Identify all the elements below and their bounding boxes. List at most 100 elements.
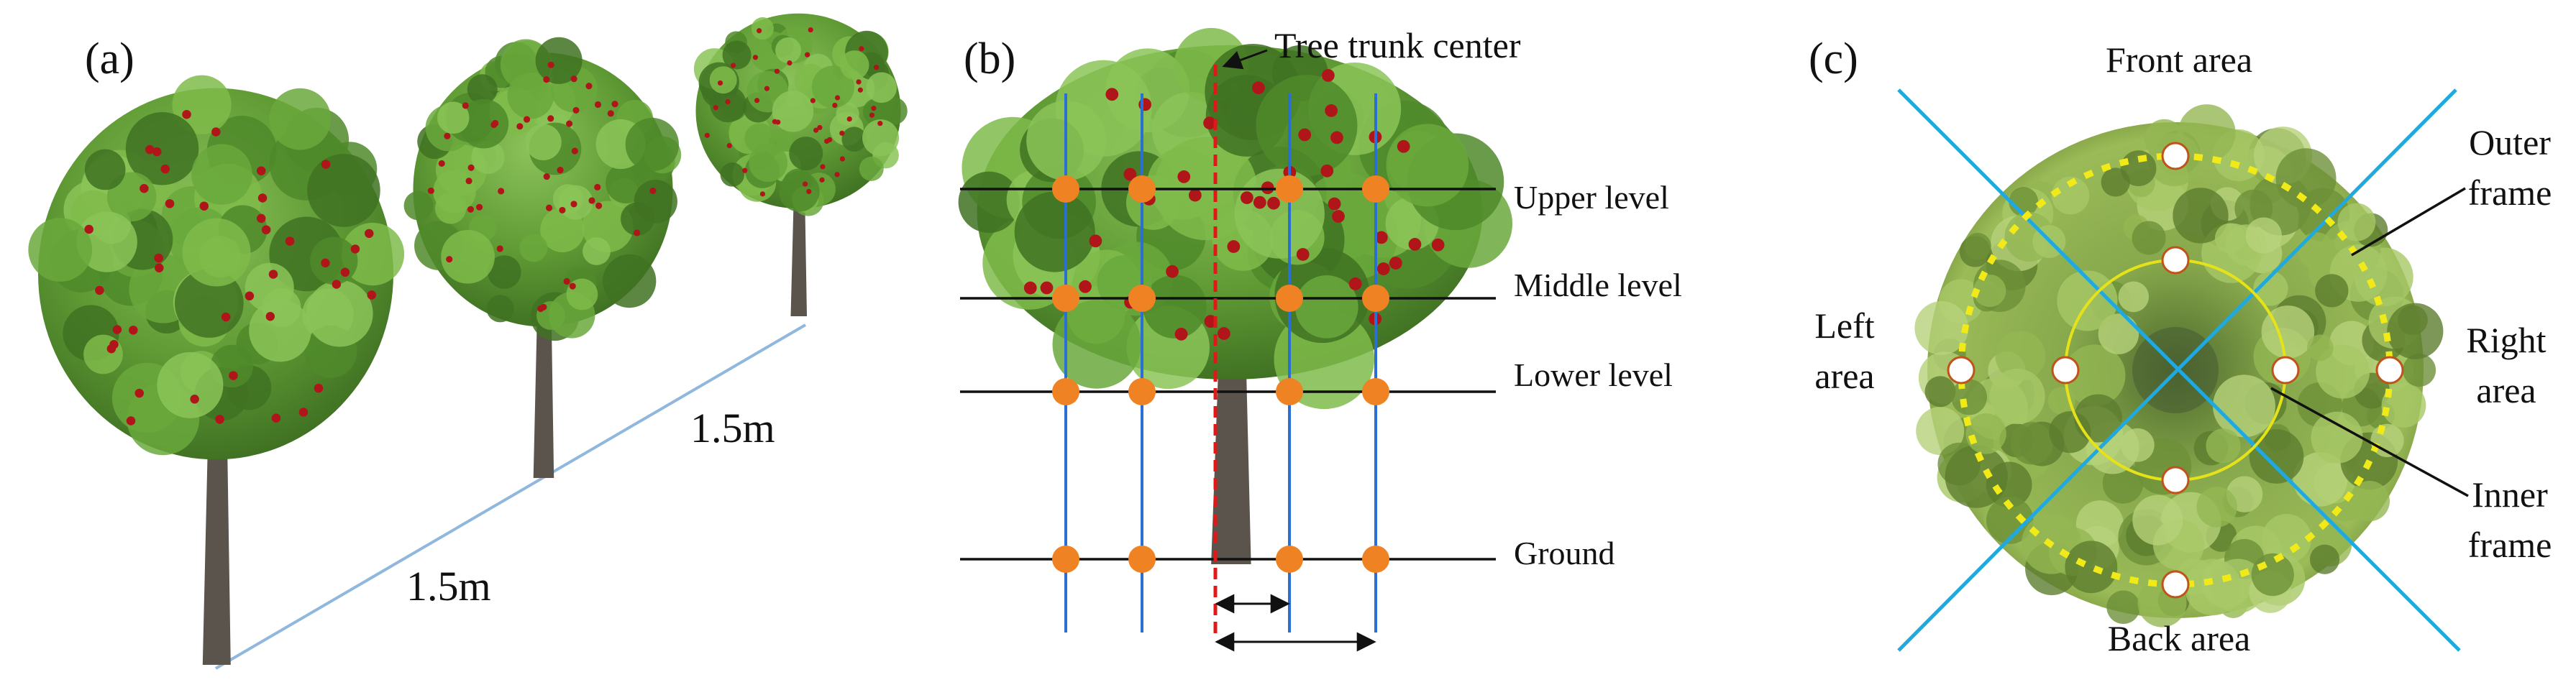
apple-fruit [832,102,838,109]
left-area-label-line2: area [1814,356,1874,396]
canopy-leaf-cluster [2120,150,2157,186]
apple-fruit [261,225,271,234]
apple-fruit [563,277,570,285]
panel-b-label: (b) [964,34,1015,83]
apple-fruit [834,172,840,178]
tree-row-line [214,323,807,670]
canopy-leaf-cluster [1964,232,1991,260]
canopy-leaf-cluster [2063,344,2126,407]
frame-sample-point [2051,356,2080,385]
apple-fruit [199,201,209,211]
tree-leaf-cluster [310,236,358,285]
sample-point [1276,546,1303,573]
apple-fruit [155,263,164,272]
level-label-middle: Middle level [1514,267,1682,303]
apple-fruit [1023,281,1037,295]
panel-c-label: (c) [1809,34,1858,83]
apple-fruit [285,236,295,246]
tree-leaf-cluster [958,171,1020,234]
canopy-leaf-cluster [2349,480,2390,522]
right-area-label-line2: area [2476,370,2536,410]
trunk-center-label: Tree trunk center [1274,25,1521,65]
outer-frame-label-line1: Outer [2469,122,2551,162]
apple-fruit [1174,327,1188,341]
apple-fruit [594,183,601,191]
sample-point [1052,546,1079,573]
apple-fruit [856,79,862,85]
sample-point [1362,285,1389,312]
sample-point [1276,175,1303,203]
canopy-leaf-cluster [2309,544,2340,574]
tree-leaf-cluster [157,351,224,418]
canopy-leaf-cluster [2057,270,2118,331]
canopy-leaf-cluster [1989,368,2045,425]
canopy-leaf-cluster [2051,176,2090,215]
back-area-label: Back area [2108,618,2250,658]
canopy-leaf-cluster [2106,590,2140,625]
canopy-leaf-cluster [2251,553,2294,597]
apple-fruit [152,147,162,157]
apple-fruit [1328,197,1341,211]
spacing-label-near: 1.5m [406,563,491,610]
tree-leaf-cluster [1147,147,1220,220]
apple-fruit [298,408,309,417]
apple-fruit [846,116,852,122]
apple-fruit [820,164,826,170]
tree-leaf-cluster [836,102,859,126]
canopy-leaf-cluster [2010,422,2053,465]
sample-point [1276,285,1303,312]
tree-leaf-cluster [744,123,775,154]
apple-fruit [112,325,122,334]
tree-leaf-cluster [839,50,869,80]
level-label-lower: Lower level [1514,356,1673,393]
tree-leaf-cluster [1052,300,1141,389]
tree-leaf-cluster [841,126,867,152]
apple-fruit [757,28,762,34]
apple-fruit [649,187,657,194]
tree-leaf-cluster [1014,191,1095,272]
spacing-label-far: 1.5m [690,405,775,451]
tree-leaf-cluster [789,137,823,171]
panel-a-label: (a) [85,34,134,83]
canopy-leaf-cluster [2206,428,2241,464]
apple-fruit [546,204,553,211]
tree-leaf-cluster [307,154,380,227]
apple-fruit [717,80,723,86]
apple-fruit [834,95,841,101]
apple-fruit [467,164,475,171]
tree-leaf-cluster [84,149,126,190]
apple-fruit [839,130,845,136]
tree-trunk [1211,346,1251,564]
canopy-leaf-cluster [2381,383,2426,428]
tree-leaf-cluster [603,254,657,308]
tree-leaf-cluster [341,222,405,286]
canopy-leaf-cluster [1995,331,2046,382]
apple-fruit [1253,196,1266,209]
apple-fruit [571,147,578,155]
canopy-leaf-cluster [2212,374,2275,438]
tree-leaf-cluster [525,124,562,161]
apple-fruit [817,124,823,131]
apple-fruit [84,224,93,234]
canopy-leaf-cluster [1951,379,1988,415]
apple-fruit [1431,238,1445,252]
tree-leaf-cluster [862,98,890,125]
tree-trunk [202,423,231,665]
apple-fruit [229,371,238,380]
apple-fruit [1296,248,1310,261]
apple-fruit [557,167,564,174]
canopy-leaf-cluster [1965,413,2006,454]
apple-fruit [1123,167,1137,181]
apple-fruit [1322,69,1335,82]
apple-fruit [1374,231,1388,244]
tree-leaf-cluster [471,140,505,174]
apple-fruit [764,86,770,91]
apple-fruit [1320,164,1334,178]
apple-fruit [806,188,812,195]
apple-fruit [588,197,595,204]
tree-leaf-cluster [722,40,752,70]
canopy-leaf-cluster [2245,217,2282,254]
apple-fruit [569,282,576,290]
canopy-leaf-cluster [2316,344,2370,399]
tree-leaf-cluster [775,37,802,63]
